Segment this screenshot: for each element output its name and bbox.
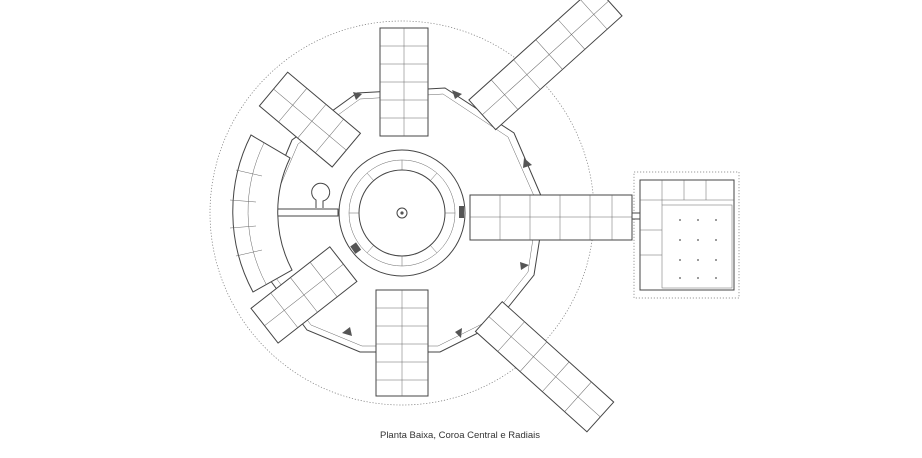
northeast-wing <box>468 0 623 131</box>
southeast-wing <box>474 300 615 433</box>
north-wing <box>379 27 429 137</box>
west-arc-wing <box>232 134 293 293</box>
southwest-wing <box>250 246 358 344</box>
ring-court-n <box>452 90 462 99</box>
annex-rooms <box>640 180 734 256</box>
ring-court-nw <box>353 92 362 100</box>
ring-court-s <box>342 327 352 336</box>
annex-link <box>631 212 641 220</box>
plan-caption: Planta Baixa, Coroa Central e Radiais <box>379 430 540 441</box>
annex-boundary <box>633 171 740 299</box>
ring-court-se <box>520 262 529 270</box>
ring-court-e <box>523 158 532 168</box>
ring-court-sw <box>455 328 462 338</box>
annex-building <box>639 179 735 291</box>
central-dot <box>400 211 404 215</box>
spiral-ramp <box>311 182 331 208</box>
annex-hall <box>661 204 733 289</box>
west-arc-wing-rooms <box>229 142 267 285</box>
east-wing <box>469 194 633 241</box>
crown-stair-2 <box>459 206 464 218</box>
northwest-wing <box>258 71 362 168</box>
annex-columns <box>679 219 717 279</box>
south-wing <box>375 289 429 397</box>
crown-rooms <box>349 160 455 266</box>
west-corridor <box>269 208 339 217</box>
crown-stair-1 <box>350 242 362 254</box>
